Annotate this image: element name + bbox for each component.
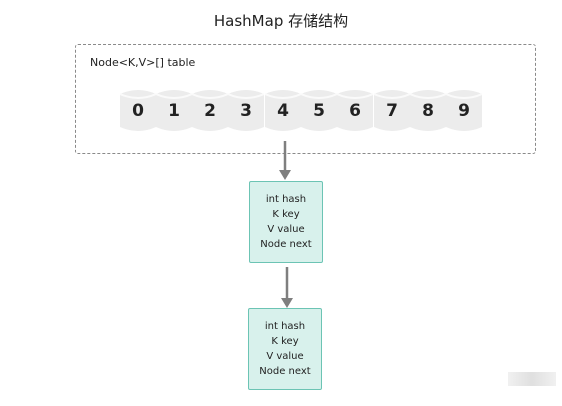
node-field: int hash — [264, 321, 306, 332]
cell-index: 1 — [168, 100, 180, 121]
node-field: V value — [267, 224, 305, 235]
node-box: int hash K key V value Node next — [248, 308, 322, 390]
node-field: V value — [266, 351, 304, 362]
cell-shape — [192, 90, 228, 131]
diagram-title: HashMap 存储结构 — [213, 12, 349, 30]
table-label: Node<K,V>[] table — [90, 56, 196, 69]
node-box: int hash K key V value Node next — [249, 181, 323, 263]
table-cell: 4 — [265, 88, 301, 133]
cell-shape — [410, 90, 446, 131]
table-frame — [75, 44, 536, 154]
table-cell: 5 — [301, 88, 337, 133]
table-cells: 0 1 2 3 4 5 — [120, 88, 484, 133]
table-cell: 7 — [374, 88, 410, 133]
node-field: Node next — [259, 366, 311, 377]
cell-index: 8 — [422, 100, 434, 121]
table-cell: 1 — [156, 88, 192, 133]
table-cell: 6 — [337, 88, 373, 133]
table-cell: 3 — [228, 88, 264, 133]
cell-index: 6 — [349, 100, 361, 121]
arrow-node-1-to-node-2 — [281, 267, 293, 308]
table-cell: 0 — [120, 88, 156, 133]
cell-shape — [265, 90, 301, 131]
cell-shape — [337, 90, 373, 131]
cell-index: 2 — [204, 100, 216, 121]
cell-index: 5 — [313, 100, 325, 121]
cell-index: 9 — [458, 100, 470, 121]
cell-index: 0 — [132, 100, 144, 121]
cell-index: 4 — [277, 100, 289, 121]
table-cell: 8 — [410, 88, 446, 133]
cell-shape — [301, 90, 337, 131]
table-cell: 2 — [192, 88, 228, 133]
cell-shape — [120, 90, 156, 131]
cell-index: 7 — [386, 100, 398, 121]
node-field: K key — [272, 209, 300, 220]
cell-shape — [446, 90, 482, 131]
table-cell: 9 — [446, 88, 482, 133]
watermark — [508, 372, 556, 386]
cell-shape — [228, 90, 264, 131]
node-field: int hash — [265, 194, 307, 205]
node-field: Node next — [260, 239, 312, 250]
cell-index: 3 — [240, 100, 252, 121]
cell-shape — [156, 90, 192, 131]
node-field: K key — [271, 336, 299, 347]
cell-shape — [374, 90, 410, 131]
